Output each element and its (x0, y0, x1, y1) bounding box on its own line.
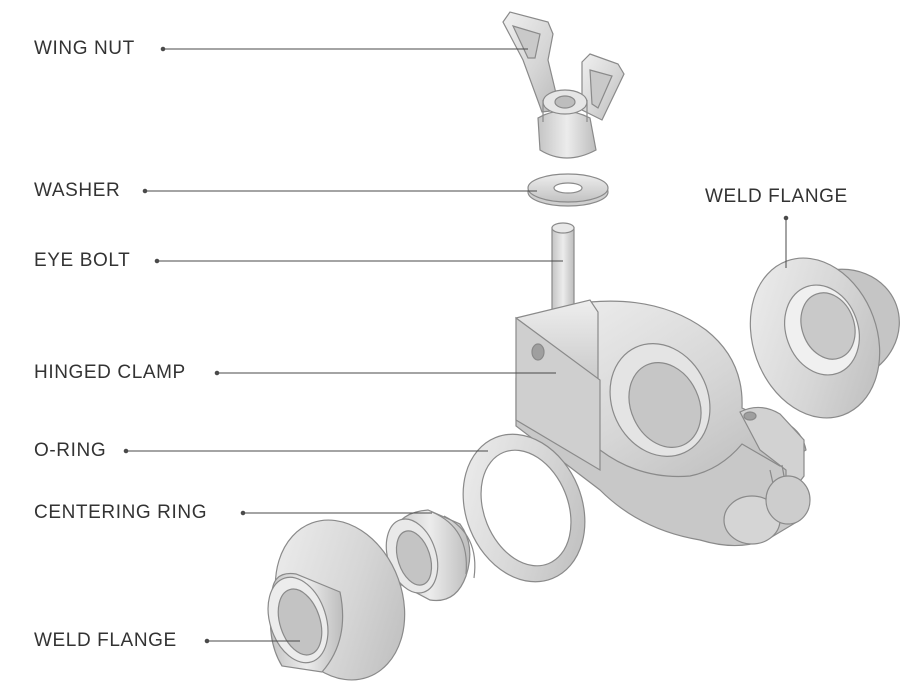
weld-flange-bottom-part (267, 519, 406, 681)
label-weld-flange-right: WELD FLANGE (705, 186, 848, 207)
o-ring-part (462, 433, 586, 583)
leader-dot-eye-bolt (154, 258, 160, 264)
label-o-ring: O-RING (34, 440, 107, 461)
weld-flange-right-part (749, 257, 900, 419)
wing-nut-part (502, 11, 625, 159)
centering-ring-part (385, 509, 476, 602)
label-eye-bolt: EYE BOLT (34, 250, 131, 271)
label-weld-flange-bottom: WELD FLANGE (34, 630, 177, 651)
leader-dot-o-ring (123, 448, 129, 454)
washer-part (527, 173, 609, 207)
label-washer: WASHER (34, 180, 121, 201)
leader-dot-weld-flange-bottom (204, 638, 210, 644)
leader-dot-washer (142, 188, 148, 194)
leader-dot-weld-flange-right (783, 215, 789, 221)
leader-dot-centering-ring (240, 510, 246, 516)
leader-lines (123, 46, 789, 644)
hinged-clamp-part (515, 299, 811, 547)
label-hinged-clamp: HINGED CLAMP (34, 362, 186, 383)
leader-dot-wing-nut (160, 46, 166, 52)
leader-dot-hinged-clamp (214, 370, 220, 376)
label-centering-ring: CENTERING RING (34, 502, 208, 523)
label-wing-nut: WING NUT (34, 38, 135, 59)
